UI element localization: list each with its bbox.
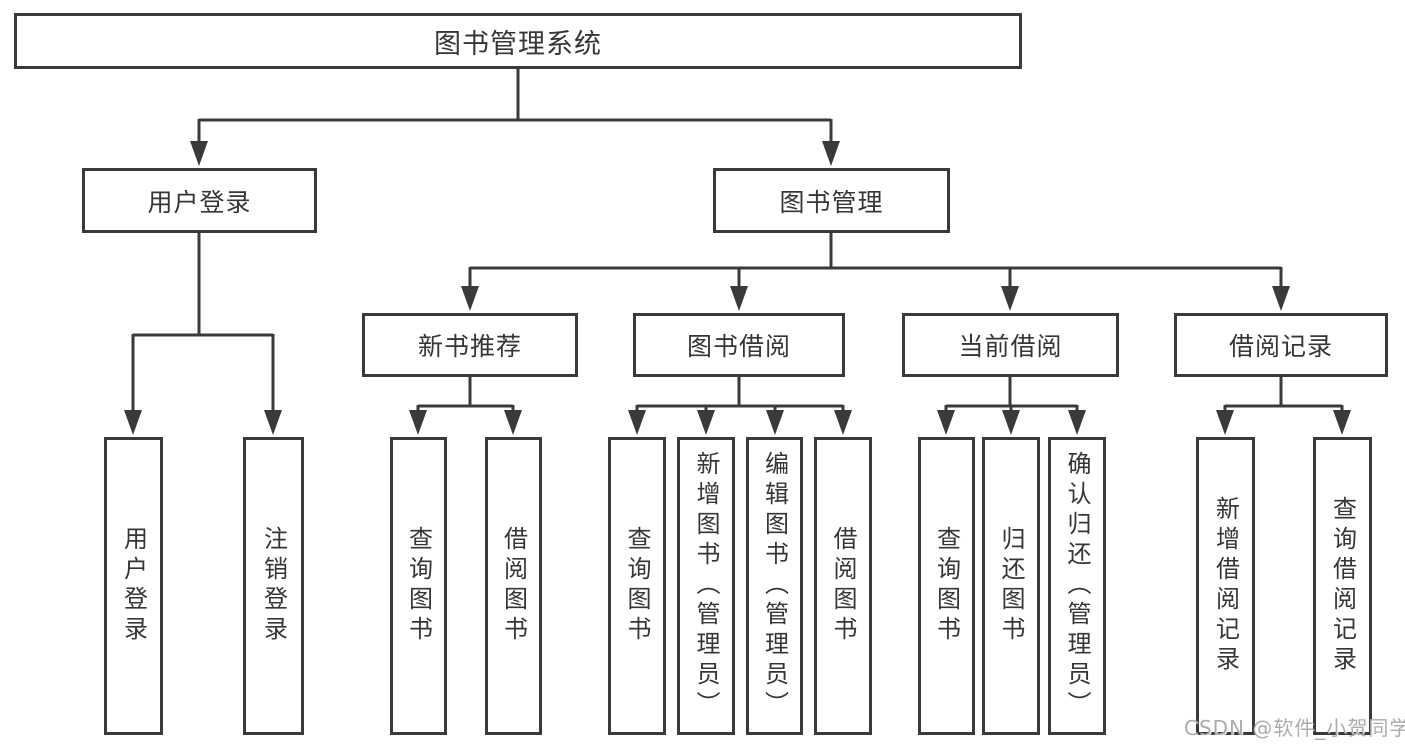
leaf-bb-edit-books-admin-label: 编辑图书（管理员）	[760, 451, 789, 721]
node-book-borrowing-label: 图书借阅	[686, 332, 791, 361]
leaf-nb-query-books: 查询图书	[390, 437, 447, 735]
leaf-nb-query-books-label: 查询图书	[404, 526, 433, 646]
node-book-borrowing: 图书借阅	[633, 313, 845, 377]
leaf-bb-borrow-books: 借阅图书	[814, 437, 872, 735]
leaf-bb-query-books: 查询图书	[608, 437, 666, 735]
node-current-borrowing: 当前借阅	[902, 313, 1119, 377]
leaf-cb-query-books: 查询图书	[918, 437, 975, 735]
arrowheads	[124, 141, 1351, 435]
node-root-label: 图书管理系统	[434, 28, 602, 60]
leaf-user-login-label: 用户登录	[119, 526, 148, 646]
leaf-logout: 注销登录	[243, 437, 304, 735]
leaf-cb-return-books: 归还图书	[982, 437, 1040, 735]
leaf-bb-borrow-books-label: 借阅图书	[829, 526, 857, 646]
node-borrowing-records-label: 借阅记录	[1228, 332, 1333, 361]
leaf-cb-query-books-label: 查询图书	[932, 526, 961, 646]
leaf-logout-label: 注销登录	[259, 526, 288, 646]
leaf-br-add-record-label: 新增借阅记录	[1211, 496, 1240, 676]
node-user-login: 用户登录	[82, 168, 317, 233]
leaf-br-add-record: 新增借阅记录	[1196, 437, 1255, 735]
node-book-management-label: 图书管理	[779, 187, 884, 217]
leaf-cb-confirm-return-admin: 确认归还（管理员）	[1048, 437, 1106, 735]
leaf-nb-borrow-books-label: 借阅图书	[499, 526, 528, 646]
leaf-cb-confirm-return-admin-label: 确认归还（管理员）	[1063, 451, 1091, 721]
leaf-bb-query-books-label: 查询图书	[623, 526, 651, 646]
node-borrowing-records: 借阅记录	[1174, 313, 1388, 377]
leaf-bb-add-books-admin: 新增图书（管理员）	[677, 437, 735, 735]
node-new-book-recommend-label: 新书推荐	[417, 332, 522, 361]
leaf-bb-edit-books-admin: 编辑图书（管理员）	[746, 437, 803, 735]
node-user-login-label: 用户登录	[147, 187, 252, 217]
node-book-management: 图书管理	[713, 168, 950, 233]
leaf-cb-return-books-label: 归还图书	[997, 526, 1025, 646]
node-root: 图书管理系统	[14, 13, 1022, 69]
leaf-nb-borrow-books: 借阅图书	[485, 437, 542, 735]
leaf-br-query-record-label: 查询借阅记录	[1328, 496, 1357, 676]
node-new-book-recommend: 新书推荐	[362, 313, 578, 377]
node-current-borrowing-label: 当前借阅	[958, 332, 1063, 361]
watermark: CSDN @软件_小贺同学	[1184, 716, 1405, 740]
leaf-user-login: 用户登录	[104, 437, 163, 735]
leaf-br-query-record: 查询借阅记录	[1313, 437, 1372, 735]
leaf-bb-add-books-admin-label: 新增图书（管理员）	[692, 451, 720, 721]
